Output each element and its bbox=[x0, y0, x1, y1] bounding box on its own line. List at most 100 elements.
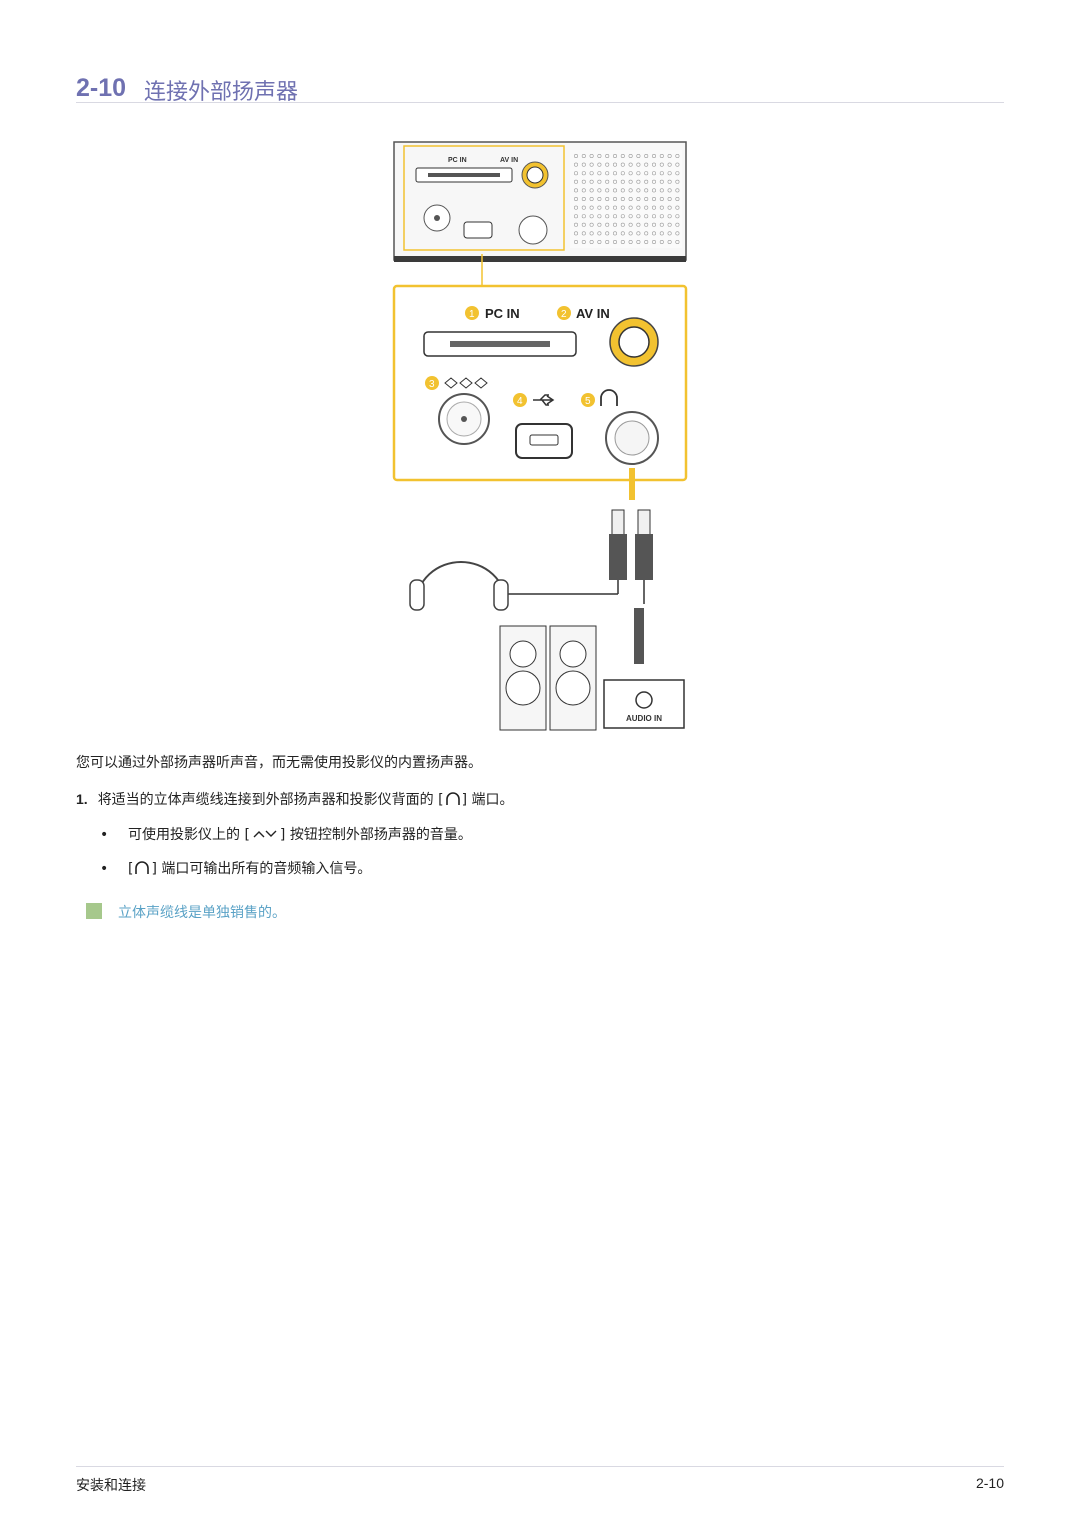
grille-hole bbox=[574, 179, 579, 184]
grille-hole bbox=[620, 231, 625, 236]
headphone-icon bbox=[600, 389, 618, 406]
grille-hole bbox=[628, 179, 633, 184]
grille-hole bbox=[651, 179, 656, 184]
grille-hole bbox=[628, 196, 633, 201]
grille-hole bbox=[651, 171, 656, 176]
speaker-right bbox=[549, 625, 597, 731]
grille-hole bbox=[613, 214, 618, 219]
grille-hole bbox=[620, 179, 625, 184]
grille-hole bbox=[613, 231, 618, 236]
usb-icon bbox=[533, 394, 555, 406]
grille-hole bbox=[675, 179, 680, 184]
grille-hole bbox=[659, 188, 664, 193]
bullet-item: •可使用投影仪上的 [] 按钮控制外部扬声器的音量。 bbox=[100, 827, 472, 843]
grille-hole bbox=[574, 188, 579, 193]
grille-hole bbox=[659, 214, 664, 219]
grille-hole bbox=[659, 205, 664, 210]
grille-hole bbox=[667, 205, 672, 210]
grille-hole bbox=[651, 205, 656, 210]
grille-hole bbox=[581, 188, 586, 193]
grille-hole bbox=[613, 240, 618, 245]
grille-hole bbox=[628, 153, 633, 158]
note-text: 立体声缆线是单独销售的。 bbox=[118, 905, 286, 921]
grille-hole bbox=[605, 231, 610, 236]
grille-hole bbox=[605, 188, 610, 193]
grille-hole bbox=[589, 179, 594, 184]
grille-hole bbox=[675, 171, 680, 176]
grille-hole bbox=[597, 240, 602, 245]
grille-hole bbox=[613, 222, 618, 227]
grille-hole bbox=[667, 153, 672, 158]
grille-hole bbox=[675, 188, 680, 193]
grille-hole bbox=[613, 188, 618, 193]
grille-hole bbox=[667, 240, 672, 245]
grille-hole bbox=[581, 231, 586, 236]
grille-hole bbox=[644, 231, 649, 236]
grille-hole bbox=[636, 188, 641, 193]
grille-hole bbox=[659, 162, 664, 167]
badge-3 bbox=[425, 376, 439, 390]
grille-hole bbox=[597, 179, 602, 184]
grille-hole bbox=[644, 171, 649, 176]
connection-arrow bbox=[629, 468, 635, 500]
grille-hole bbox=[636, 162, 641, 167]
grille-hole bbox=[613, 171, 618, 176]
grille-hole bbox=[667, 188, 672, 193]
zoomed-port-panel: 1 PC IN 2 AV IN 3 4 5 bbox=[392, 284, 688, 482]
grille-hole bbox=[620, 196, 625, 201]
zoom-pc-in-label: PC IN bbox=[485, 306, 520, 321]
audio-plug bbox=[634, 608, 644, 664]
grille-hole bbox=[613, 196, 618, 201]
projector-rear-panel: PC IN AV IN bbox=[393, 141, 687, 262]
grille-hole bbox=[581, 196, 586, 201]
grille-hole bbox=[636, 231, 641, 236]
grille-hole bbox=[644, 214, 649, 219]
grille-hole bbox=[667, 171, 672, 176]
grille-hole bbox=[574, 162, 579, 167]
grille-hole bbox=[675, 196, 680, 201]
grille-hole bbox=[613, 205, 618, 210]
grille-hole bbox=[667, 222, 672, 227]
grille-hole bbox=[659, 222, 664, 227]
section-title: 连接外部扬声器 bbox=[144, 80, 299, 105]
note-icon bbox=[86, 903, 102, 919]
grille-hole bbox=[574, 240, 579, 245]
svg-text:2: 2 bbox=[561, 309, 567, 320]
grille-hole bbox=[589, 153, 594, 158]
grille-hole bbox=[667, 214, 672, 219]
audio-in-label: AUDIO IN bbox=[626, 714, 662, 723]
grille-hole bbox=[589, 205, 594, 210]
step-number: 1. bbox=[76, 791, 88, 807]
grille-hole bbox=[667, 231, 672, 236]
svg-text:1: 1 bbox=[469, 309, 475, 320]
grille-hole bbox=[597, 205, 602, 210]
grille-hole bbox=[589, 171, 594, 176]
stereo-plug-left bbox=[609, 509, 627, 580]
grille-hole bbox=[589, 214, 594, 219]
grille-hole bbox=[636, 240, 641, 245]
grille-hole bbox=[628, 188, 633, 193]
grille-hole bbox=[675, 231, 680, 236]
grille-hole bbox=[651, 240, 656, 245]
intro-paragraph: 您可以通过外部扬声器听声音，而无需使用投影仪的内置扬声器。 bbox=[76, 755, 482, 771]
grille-hole bbox=[605, 205, 610, 210]
grille-hole bbox=[628, 231, 633, 236]
grille-hole bbox=[605, 240, 610, 245]
badge-1 bbox=[465, 306, 479, 320]
grille-hole bbox=[644, 205, 649, 210]
grille-hole bbox=[581, 240, 586, 245]
grille-hole bbox=[675, 240, 680, 245]
footer-chapter: 安装和连接 bbox=[76, 1478, 146, 1494]
audio-in-panel: AUDIO IN bbox=[603, 679, 685, 729]
badge-5 bbox=[581, 393, 595, 407]
grille-hole bbox=[675, 205, 680, 210]
volume-up-down-icon bbox=[253, 830, 277, 838]
grille-hole bbox=[636, 179, 641, 184]
grille-hole bbox=[675, 153, 680, 158]
speaker-left bbox=[499, 625, 547, 731]
footer-divider bbox=[76, 1466, 1004, 1467]
grille-hole bbox=[667, 179, 672, 184]
grille-hole bbox=[597, 214, 602, 219]
grille-hole bbox=[628, 205, 633, 210]
svg-text:3: 3 bbox=[429, 379, 435, 390]
